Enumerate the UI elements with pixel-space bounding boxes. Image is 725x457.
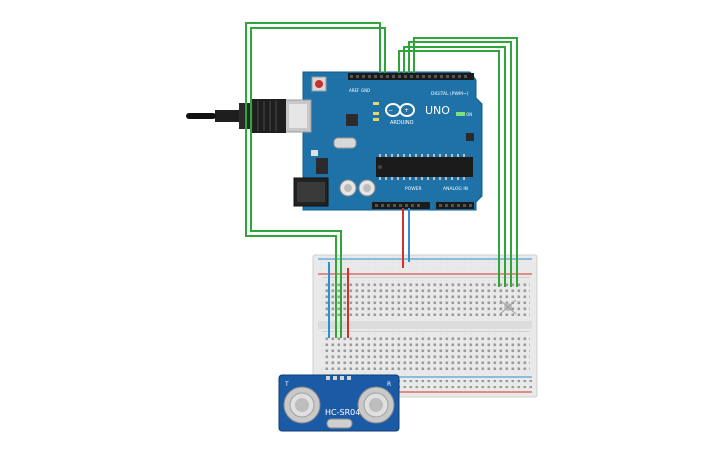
on-label: ON (466, 112, 472, 117)
led-l (373, 102, 379, 105)
atmega-chip (376, 154, 473, 180)
arduino-board: AREF GND DIGITAL (PWM~) − + ARDUINO UNO … (284, 71, 483, 211)
rail-bottom-1 (318, 380, 532, 383)
voltage-regulator (316, 158, 328, 174)
breadboard (312, 254, 538, 398)
rail-top-2 (318, 268, 532, 271)
digital-header-label: DIGITAL (PWM~) (431, 91, 469, 97)
crystal (333, 137, 357, 149)
led-rx (373, 118, 379, 121)
arduino-brand: ARDUINO (390, 120, 414, 126)
aref-label: AREF (349, 88, 360, 93)
breadboard-component (499, 299, 517, 315)
svg-text:+: + (404, 107, 409, 114)
sensor-crystal (326, 418, 353, 429)
transducer-right (357, 386, 395, 424)
wire-right-1 (398, 50, 500, 287)
wire-right-3 (408, 41, 512, 287)
usb-cable (186, 99, 286, 133)
analog-header (436, 202, 474, 209)
terminal-strip-top (322, 280, 530, 316)
sensor-right-mark: R (387, 381, 391, 388)
wire-right-2 (403, 46, 506, 287)
rail-bottom-2 (318, 386, 532, 389)
power-header-label: POWER (405, 186, 422, 192)
led-tx (373, 112, 379, 115)
center-channel (318, 321, 532, 329)
usb-connector (284, 99, 312, 133)
transducer-left (283, 386, 321, 424)
reset-button[interactable] (311, 76, 327, 92)
wire-trig (245, 22, 381, 338)
on-led (456, 112, 465, 116)
hc-sr04-sensor: T R HC-SR04 (278, 374, 400, 432)
terminal-strip-bottom (322, 334, 530, 370)
wire-right-4 (413, 37, 518, 287)
rail-top-1 (318, 262, 532, 265)
arduino-logo: − + (385, 103, 415, 117)
arduino-model: UNO (425, 104, 450, 117)
wire-echo (250, 27, 386, 338)
usb-chip (346, 114, 358, 126)
sensor-model-label: HC-SR04 (325, 408, 360, 417)
sensor-left-mark: T (284, 381, 289, 388)
dc-power-jack (293, 177, 329, 207)
wire-group-right (398, 37, 518, 287)
wire-group-left (245, 22, 386, 338)
analog-header-label: ANALOG IN (443, 186, 468, 192)
gnd-label: GND (361, 88, 370, 93)
svg-text:−: − (388, 107, 393, 114)
